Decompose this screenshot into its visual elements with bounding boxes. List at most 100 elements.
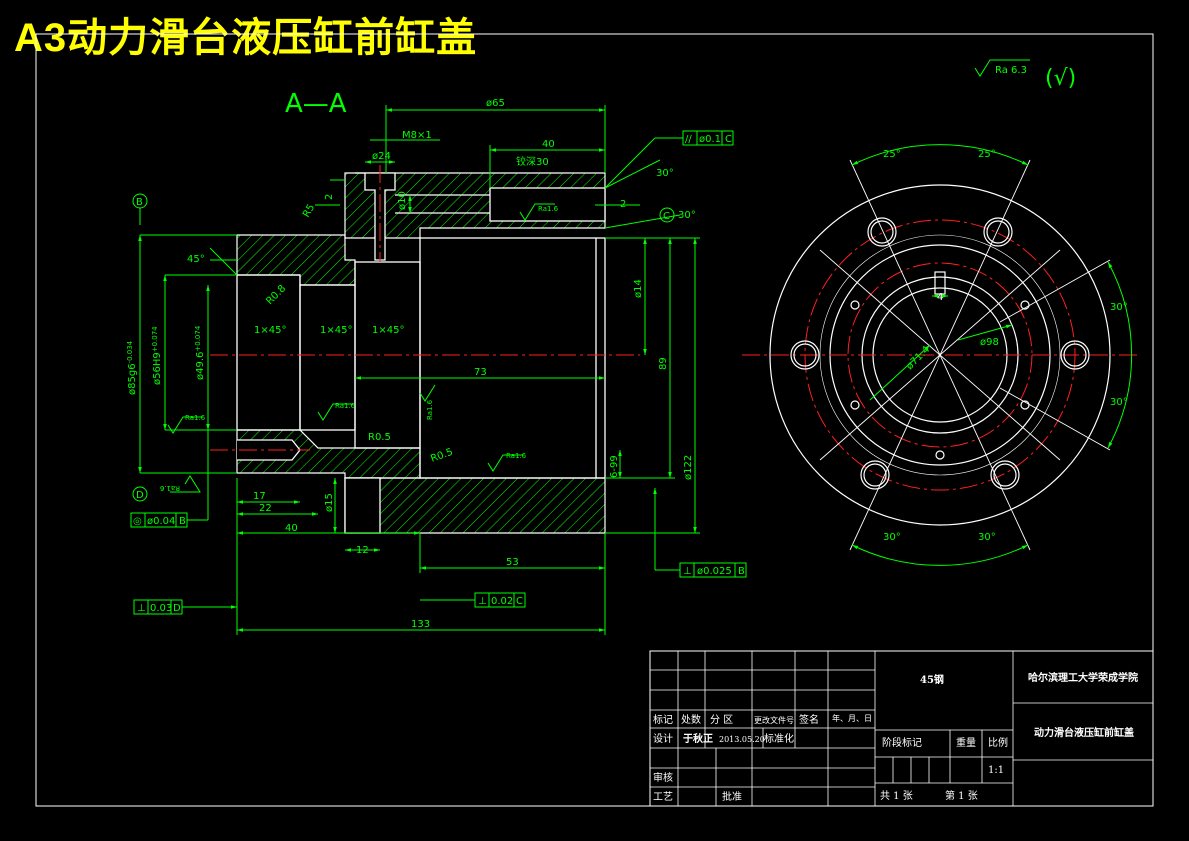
datum-c: C (659, 207, 675, 223)
svg-text:于秋正: 于秋正 (683, 732, 713, 745)
svg-text:B: B (136, 197, 143, 208)
svg-text:Ra1.6: Ra1.6 (538, 205, 559, 213)
svg-text:签名: 签名 (799, 713, 819, 726)
svg-text:C: C (725, 134, 732, 145)
svg-text:2: 2 (324, 194, 335, 200)
svg-text:0.02: 0.02 (491, 596, 513, 607)
svg-text:53: 53 (506, 557, 519, 568)
svg-text:ø15: ø15 (324, 493, 335, 512)
svg-text:更改文件号: 更改文件号 (754, 715, 794, 725)
svg-text:M8×1: M8×1 (402, 130, 432, 141)
section-view: A—A (126, 89, 747, 635)
svg-text:阶段标记: 阶段标记 (882, 736, 922, 749)
svg-text:R0.5: R0.5 (368, 432, 391, 443)
svg-text:1:1: 1:1 (988, 765, 1004, 776)
svg-text:R0.8: R0.8 (264, 283, 288, 307)
svg-text:1×45°: 1×45° (254, 325, 286, 336)
svg-text://: // (685, 134, 692, 145)
svg-text:标准化: 标准化 (764, 732, 794, 745)
tol-perp-c: ⊥ 0.02 C (420, 592, 526, 608)
svg-text:Ra 6.3: Ra 6.3 (995, 65, 1027, 76)
hatch-upper-neck (236, 234, 356, 286)
svg-text:B: B (738, 566, 745, 577)
center-lines (210, 165, 640, 451)
svg-text:1×45°: 1×45° (372, 325, 404, 336)
svg-text:ø122: ø122 (683, 455, 694, 480)
svg-text:第 1 张: 第 1 张 (945, 789, 978, 802)
tol-perp-d: ⊥ 0.03 D (133, 599, 237, 615)
svg-text:审核: 审核 (653, 771, 673, 784)
svg-text:比例: 比例 (988, 736, 1008, 749)
svg-text:2013.05.20: 2013.05.20 (719, 735, 765, 744)
svg-text:40: 40 (542, 139, 555, 150)
svg-text:Ra1.6: Ra1.6 (185, 414, 206, 422)
svg-text:ø85g6-0.034: ø85g6-0.034 (126, 340, 138, 395)
svg-text:(√): (√) (1045, 66, 1076, 91)
svg-text:标记: 标记 (653, 714, 673, 726)
svg-text:30°: 30° (678, 210, 696, 221)
svg-text:17: 17 (253, 491, 266, 502)
dimension-lines (138, 105, 700, 635)
svg-text:Ra1.6: Ra1.6 (159, 484, 180, 492)
title-block: 45钢 哈尔滨理工大学荣成学院 动力滑台液压缸前缸盖 标记 处数 分 区 更改文… (649, 650, 1154, 807)
svg-text:ø65: ø65 (486, 98, 505, 109)
svg-text:40: 40 (285, 523, 298, 534)
svg-text:2: 2 (620, 199, 626, 210)
svg-text:133: 133 (411, 619, 430, 630)
svg-text:ø71.4: ø71.4 (904, 344, 932, 372)
svg-text:重量: 重量 (956, 736, 976, 749)
svg-text:30°: 30° (1110, 302, 1128, 313)
general-roughness: Ra 6.3 (√) (974, 59, 1076, 91)
svg-text:⊥: ⊥ (137, 603, 146, 614)
svg-text:⊥: ⊥ (683, 566, 692, 577)
svg-text:ø10: ø10 (397, 191, 408, 210)
svg-text:ø49.6+0.074: ø49.6+0.074 (194, 325, 206, 380)
svg-text:◎: ◎ (133, 516, 142, 527)
svg-text:工艺: 工艺 (653, 791, 673, 803)
tb-part-name: 动力滑台液压缸前缸盖 (1034, 726, 1134, 739)
svg-text:30°: 30° (883, 532, 901, 543)
svg-text:D: D (173, 603, 181, 614)
svg-text:0.03: 0.03 (150, 603, 172, 614)
svg-text:ø24: ø24 (372, 151, 391, 162)
svg-text:处数: 处数 (681, 713, 701, 726)
drawing-title: A3动力滑台液压缸前缸盖 (14, 16, 478, 60)
section-label: A—A (285, 89, 347, 119)
svg-text:B: B (179, 516, 186, 527)
tol-coax: ◎ ø0.04 B (130, 430, 209, 528)
hatch-lower-flange (344, 477, 606, 534)
svg-text:ø0.025: ø0.025 (697, 566, 732, 577)
bolt-holes (790, 217, 1090, 490)
svg-text:分 区: 分 区 (710, 714, 733, 726)
svg-text:铰深30: 铰深30 (516, 155, 549, 168)
svg-text:45°: 45° (187, 254, 205, 265)
svg-text:⊥: ⊥ (478, 596, 487, 607)
svg-text:R5: R5 (301, 202, 317, 219)
svg-text:设计: 设计 (653, 732, 673, 745)
svg-text:73: 73 (474, 367, 487, 378)
svg-text:30°: 30° (978, 532, 996, 543)
svg-text:Ra1.6: Ra1.6 (335, 402, 356, 410)
svg-text:22: 22 (259, 503, 272, 514)
roughness-symbols (167, 203, 555, 493)
datum-b: B (132, 193, 148, 225)
svg-text:25°: 25° (978, 149, 996, 160)
svg-text:R0.5: R0.5 (429, 447, 454, 465)
svg-text:ø98: ø98 (980, 337, 999, 348)
svg-text:ø56H9+0.074: ø56H9+0.074 (151, 326, 163, 385)
svg-text:6-99: 6-99 (609, 455, 620, 478)
svg-text:年、月、日: 年、月、日 (832, 713, 872, 723)
svg-text:12: 12 (356, 545, 369, 556)
svg-text:C: C (516, 596, 523, 607)
tb-material: 45钢 (920, 673, 944, 686)
svg-text:Ra1.6: Ra1.6 (506, 452, 527, 460)
svg-text:25°: 25° (883, 149, 901, 160)
svg-text:30°: 30° (656, 168, 674, 179)
hatch-regions (236, 172, 606, 534)
svg-text:1×45°: 1×45° (320, 325, 352, 336)
svg-text:ø14: ø14 (633, 279, 644, 298)
tb-school: 哈尔滨理工大学荣成学院 (1028, 671, 1138, 684)
tol-parallel: // ø0.1 C (604, 130, 734, 189)
svg-text:ø0.04: ø0.04 (147, 516, 175, 527)
